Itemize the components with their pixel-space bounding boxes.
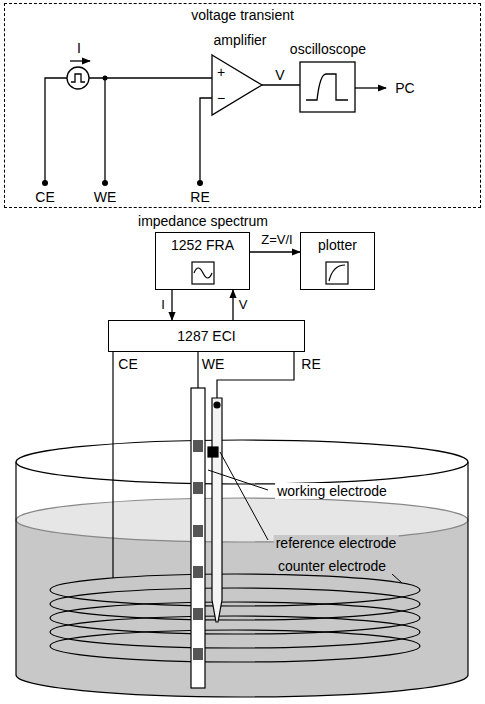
working-electrode [191,388,205,688]
electrode-pads [193,440,203,660]
node-text: voltage transient [191,7,294,24]
leader-line [220,452,268,540]
pc-arrow [355,87,386,88]
edge-label: I [159,297,167,313]
signal-arrow [250,251,300,252]
oscilloscope-label: oscilloscope [288,41,368,57]
terminal-name: RE [299,356,322,372]
signal-arrow [232,290,233,320]
part-label: working electrode [275,483,389,499]
re-wire [217,352,294,398]
leader-line [208,470,268,490]
we-wire [197,352,198,388]
sine-icon [192,262,214,284]
edge-label: Z=V/I [259,232,294,248]
beaker-wall [16,462,468,697]
plotter-box: plotter [300,232,375,290]
terminal-name: WE [92,189,119,205]
terminal-dot [197,180,203,186]
counter-coil [50,574,420,662]
amplifier-symbol [212,55,262,115]
terminal-dot [102,180,108,186]
sine-wave [194,268,212,278]
part-label: counter electrode [276,558,388,574]
square-wave [71,74,85,82]
wire [200,98,212,183]
reference-cap [214,402,220,408]
leader-line [392,574,402,583]
signal-arrow [171,290,172,320]
voltage-label: V [273,67,286,83]
eci-box: 1287 ECI [108,320,305,352]
plot-curve [329,265,345,281]
amplifier-label: amplifier [212,32,269,48]
current-arrow [70,60,90,61]
reference-junction [208,447,218,457]
beaker-rim [16,440,468,484]
wire [262,84,300,85]
current-source [67,67,89,89]
edge-label: V [237,297,250,313]
wire [104,78,105,183]
liquid-surface [16,498,468,542]
plot-icon [326,262,348,284]
terminal-name: CE [116,356,139,372]
section-heading: impedance spectrum [136,213,270,229]
input-sign: − [215,90,227,106]
part-label: reference electrode [274,535,399,551]
junction-dot [103,76,108,81]
node-text: plotter [318,237,357,254]
terminal-name: WE [200,356,227,372]
fra-box: 1252 FRA [155,232,250,290]
terminal-name: RE [188,189,211,205]
ce-wire [112,352,113,578]
wire [45,78,67,183]
terminal-dot [42,180,48,186]
current-label: I [75,40,83,56]
reference-electrode [212,398,222,622]
step-trace [306,74,348,100]
terminal-name: CE [33,189,56,205]
input-sign: + [215,64,227,80]
node-text: 1287 ECI [177,328,235,345]
node-text: 1252 FRA [171,237,234,254]
liquid [16,520,468,697]
oscilloscope-box [300,62,355,112]
pc-label: PC [393,80,416,96]
